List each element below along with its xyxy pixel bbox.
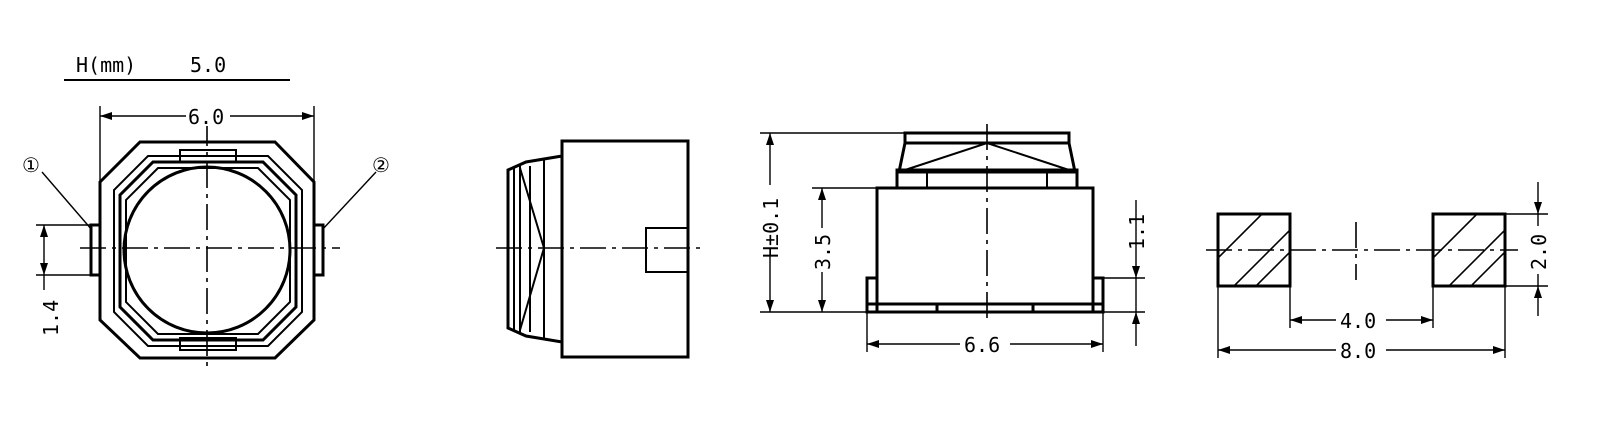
pad-layout: 2.0 4.0 8.0 <box>1206 182 1551 363</box>
side-view-pin <box>645 227 689 273</box>
spec-label: H(mm) <box>76 53 136 77</box>
front-view-dome <box>897 141 1077 174</box>
top-tab <box>179 149 237 163</box>
overall-label: 8.0 <box>1340 339 1376 363</box>
pin-1-marker: ① <box>22 153 40 177</box>
top-view: 6.0 1.4 ① ② <box>22 104 390 372</box>
bottom-tab <box>179 337 237 351</box>
length-label: 6.6 <box>964 333 1000 357</box>
pin-2-marker: ② <box>372 153 390 177</box>
width-label: 6.0 <box>188 105 224 129</box>
body-height-label: 3.5 <box>811 234 835 270</box>
top-view-inner-band-outer <box>113 155 303 347</box>
front-view-left-foot <box>865 276 879 314</box>
height-label: H±0.1 <box>759 198 783 258</box>
front-view-body <box>875 186 1095 306</box>
pin-2-lead <box>312 223 325 277</box>
front-view: H±0.1 3.5 1.1 6.6 <box>758 124 1149 357</box>
gap-label: 4.0 <box>1340 309 1376 333</box>
front-view-right-foot <box>1091 276 1105 314</box>
foot-height-label: 1.1 <box>1125 214 1149 250</box>
side-view-dome <box>506 154 564 344</box>
pad-height-label: 2.0 <box>1527 234 1551 270</box>
pin-1-lead <box>89 223 102 277</box>
spec-table: H(mm) 5.0 <box>64 53 290 81</box>
pin-label: 1.4 <box>39 300 63 336</box>
side-view <box>496 139 700 359</box>
spec-value: 5.0 <box>190 53 226 77</box>
top-view-inner-band <box>118 160 298 342</box>
side-view-body <box>560 139 690 359</box>
